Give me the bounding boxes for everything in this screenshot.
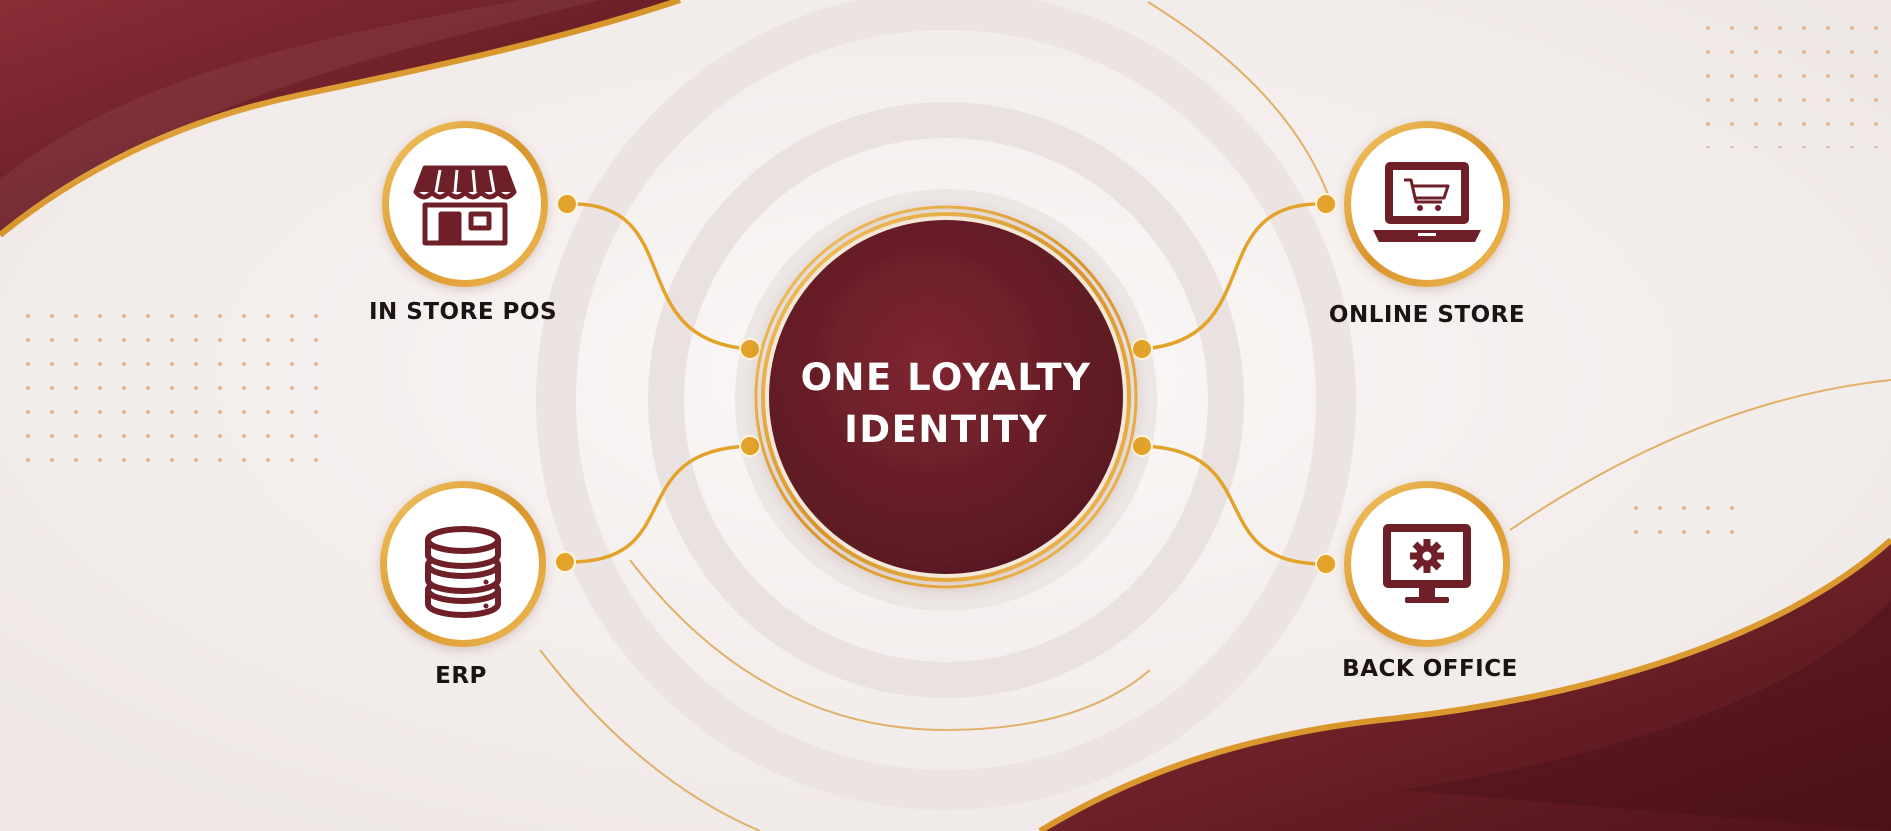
- storefront-icon: [413, 165, 517, 246]
- dot-grid-left: [22, 303, 334, 471]
- label-online-store: ONLINE STORE: [1328, 302, 1526, 328]
- bottom-right-wave: [1038, 537, 1891, 831]
- connector-dots: [554, 193, 1337, 575]
- dot-grid-top-right: [1688, 18, 1880, 148]
- connector-erp: [564, 444, 751, 564]
- monitor-gear-icon: [1383, 524, 1471, 603]
- gold-arcs: [539, 1, 1891, 831]
- connector-in-store-pos: [566, 202, 751, 351]
- background-rings: [536, 0, 1356, 810]
- label-back-office: BACK OFFICE: [1342, 656, 1518, 682]
- hub-title-line-2: IDENTITY: [844, 408, 1048, 451]
- database-icon: [425, 526, 501, 618]
- dot-grid-bottom-right: [1614, 490, 1744, 550]
- top-left-wave: [0, 0, 681, 238]
- hub-title-line-1: ONE LOYALTY: [800, 356, 1092, 399]
- laptop-cart-icon: [1373, 162, 1481, 242]
- connector-back-office: [1141, 444, 1327, 566]
- hub: [754, 205, 1138, 589]
- label-in-store-pos: IN STORE POS: [368, 299, 558, 325]
- connectors: [564, 202, 1327, 566]
- hub-title: ONE LOYALTY IDENTITY: [766, 352, 1126, 456]
- connector-online-store: [1141, 202, 1327, 351]
- label-erp: ERP: [435, 663, 487, 689]
